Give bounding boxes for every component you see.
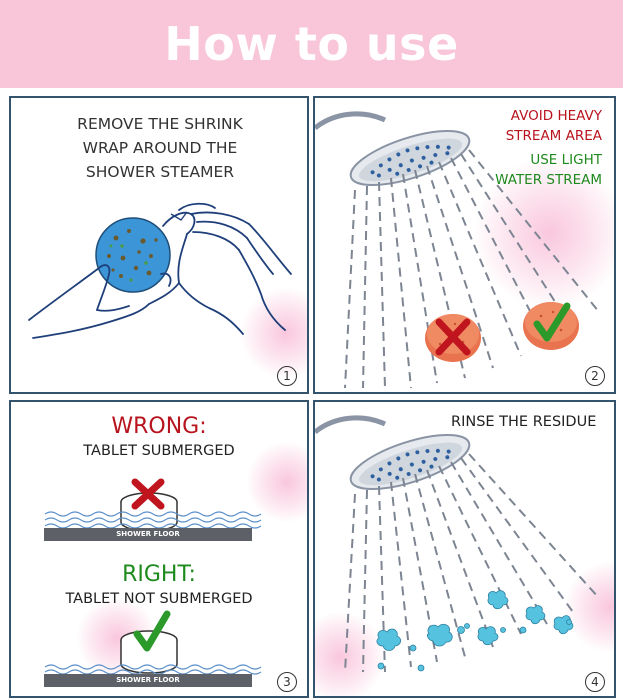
pink-glow xyxy=(241,288,307,378)
step-1-panel: REMOVE THE SHRINK WRAP AROUND THE SHOWER… xyxy=(9,96,309,394)
use-light-stream-text: USE LIGHT WATER STREAM xyxy=(495,150,602,190)
step-2-panel: AVOID HEAVY STREAM AREA USE LIGHT WATER … xyxy=(313,96,616,394)
tablet-heavy-stream xyxy=(425,314,481,362)
shower-floor-label-top: SHOWER FLOOR xyxy=(116,530,180,538)
shrink-wrap-piece xyxy=(170,211,188,221)
step-1-line-1: REMOVE THE SHRINK xyxy=(77,115,243,133)
hands-outline xyxy=(28,202,292,339)
rinse-illustration xyxy=(315,415,600,673)
water-streams xyxy=(344,453,600,673)
page-title: How to use xyxy=(164,17,459,71)
right-title: RIGHT: xyxy=(122,562,196,587)
use-line-1: USE LIGHT xyxy=(530,152,602,168)
avoid-line-1: AVOID HEAVY xyxy=(510,108,602,124)
step-3-panel: WRONG: TABLET SUBMERGED RIGHT: TABLET NO… xyxy=(9,400,309,698)
tablet-light-stream xyxy=(523,302,579,350)
shower-stream-illustration xyxy=(315,111,600,389)
residue-particles xyxy=(376,590,574,672)
shower-floor-top xyxy=(44,528,252,541)
step-4-panel: RINSE THE RESIDUE xyxy=(313,400,616,698)
shower-steamer-tablet xyxy=(95,217,171,293)
pink-glow xyxy=(247,442,307,522)
not-submerged-scene xyxy=(44,610,262,687)
step-1-instructions: REMOVE THE SHRINK WRAP AROUND THE SHOWER… xyxy=(11,112,307,184)
avoid-line-2: STREAM AREA xyxy=(505,128,602,144)
water-streams xyxy=(344,149,600,389)
right-check-mark xyxy=(133,610,171,652)
wrong-x-mark xyxy=(435,318,471,356)
wrong-title: WRONG: xyxy=(111,414,207,439)
step-2-number-badge: 2 xyxy=(585,366,605,386)
shower-head xyxy=(349,130,471,186)
pink-glow xyxy=(475,158,614,308)
step-1-line-3: SHOWER STEAMER xyxy=(85,163,235,181)
step-1-line-2: WRAP AROUND THE xyxy=(82,139,238,157)
use-line-2: WATER STREAM xyxy=(495,172,602,188)
pink-glow xyxy=(315,612,385,696)
step-4-number-badge: 4 xyxy=(585,672,605,692)
wrong-caption: TABLET SUBMERGED xyxy=(83,443,235,459)
shower-floor-label-bottom: SHOWER FLOOR xyxy=(116,676,180,684)
avoid-heavy-stream-text: AVOID HEAVY STREAM AREA xyxy=(506,106,602,146)
step-1-number-badge: 1 xyxy=(277,366,297,386)
submerged-scene xyxy=(44,478,262,541)
header-banner: How to use xyxy=(0,0,623,88)
step-3-number-badge: 3 xyxy=(277,672,297,692)
right-caption: TABLET NOT SUBMERGED xyxy=(65,591,253,607)
shower-arm xyxy=(315,415,387,435)
right-check-mark xyxy=(533,302,571,342)
shower-arm xyxy=(315,111,387,131)
shower-floor-bottom xyxy=(44,674,252,687)
shower-head xyxy=(349,434,471,490)
submerged-comparison-illustration xyxy=(44,478,262,687)
hands-illustration xyxy=(28,202,292,339)
wrong-x-mark xyxy=(131,478,165,510)
rinse-residue-caption: RINSE THE RESIDUE xyxy=(451,414,597,430)
